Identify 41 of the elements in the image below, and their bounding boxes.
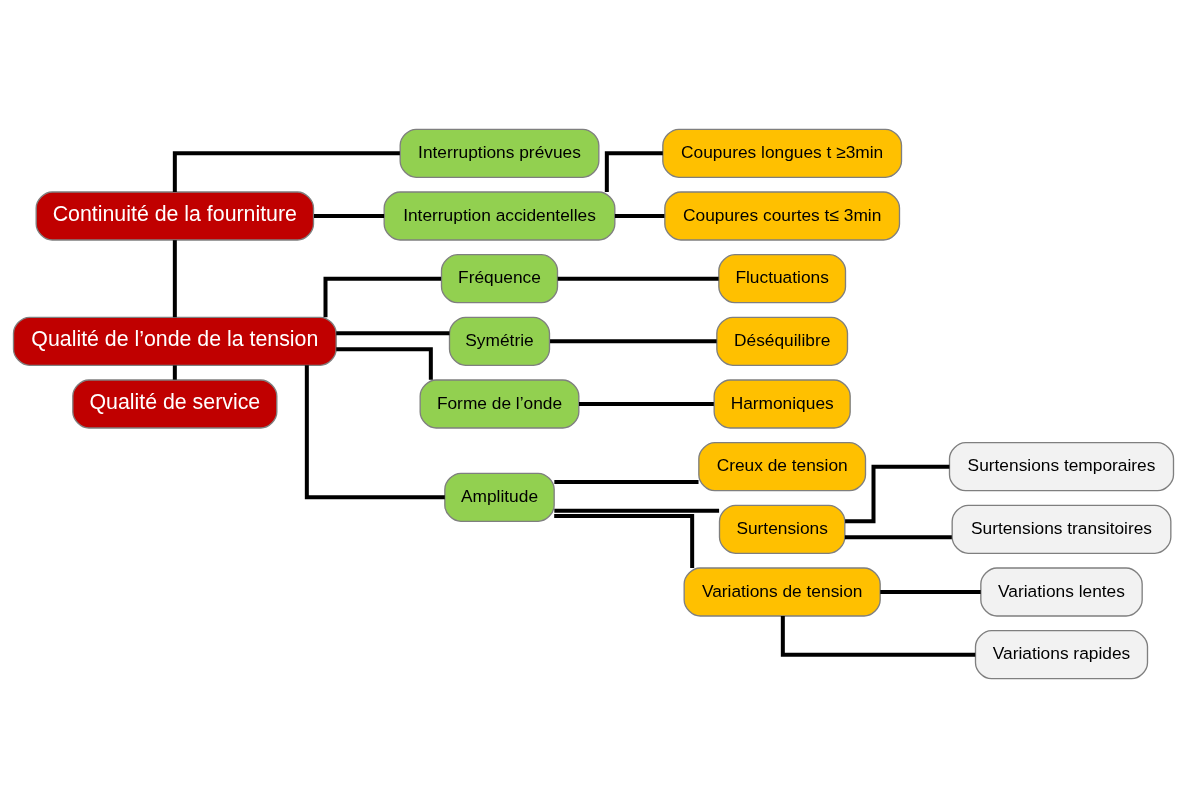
connector (172, 364, 177, 380)
connector (550, 338, 717, 343)
node-box: Continuité de la fourniture (35, 190, 315, 241)
connector (604, 150, 663, 192)
node-box: Harmoniques (713, 378, 851, 429)
node-box: Variations rapides (974, 629, 1149, 679)
node-box: Forme de l’onde (419, 378, 580, 429)
connector (554, 513, 695, 568)
node-box: Interruptions prévues (399, 128, 600, 178)
node-box: Coupures longues t ≥3min (662, 128, 903, 178)
node-box: Surtensions transitoires (951, 504, 1172, 554)
node-box: Qualité de service (72, 378, 278, 429)
connector (557, 276, 719, 281)
connector (844, 534, 952, 539)
node-box: Interruption accidentelles (383, 190, 616, 241)
connector (323, 276, 442, 317)
node-box: Symétrie (448, 316, 551, 366)
connector (336, 346, 433, 380)
connector (313, 213, 385, 218)
node-box: Qualité de l’onde de la tension (12, 316, 337, 366)
node-box: Fréquence (440, 253, 559, 303)
connector (845, 464, 950, 523)
node-box: Coupures courtes t≤ 3min (664, 190, 901, 241)
connector (780, 615, 976, 657)
node-box: Surtensions (718, 504, 846, 554)
connector (579, 401, 714, 406)
connector (880, 589, 981, 594)
node-box: Variations lentes (980, 566, 1143, 617)
node-box: Creux de tension (698, 441, 867, 491)
node-box: Fluctuations (718, 253, 847, 303)
connector (336, 330, 450, 335)
node-box: Amplitude (444, 472, 555, 522)
node-box: Déséquilibre (716, 316, 849, 366)
connector (554, 479, 699, 484)
connector (172, 239, 177, 317)
connector (614, 213, 665, 218)
connector (304, 364, 445, 499)
node-box: Surtensions temporaires (948, 441, 1175, 491)
connector (172, 150, 400, 192)
node-box: Variations de tension (683, 566, 881, 617)
connector (554, 508, 720, 513)
